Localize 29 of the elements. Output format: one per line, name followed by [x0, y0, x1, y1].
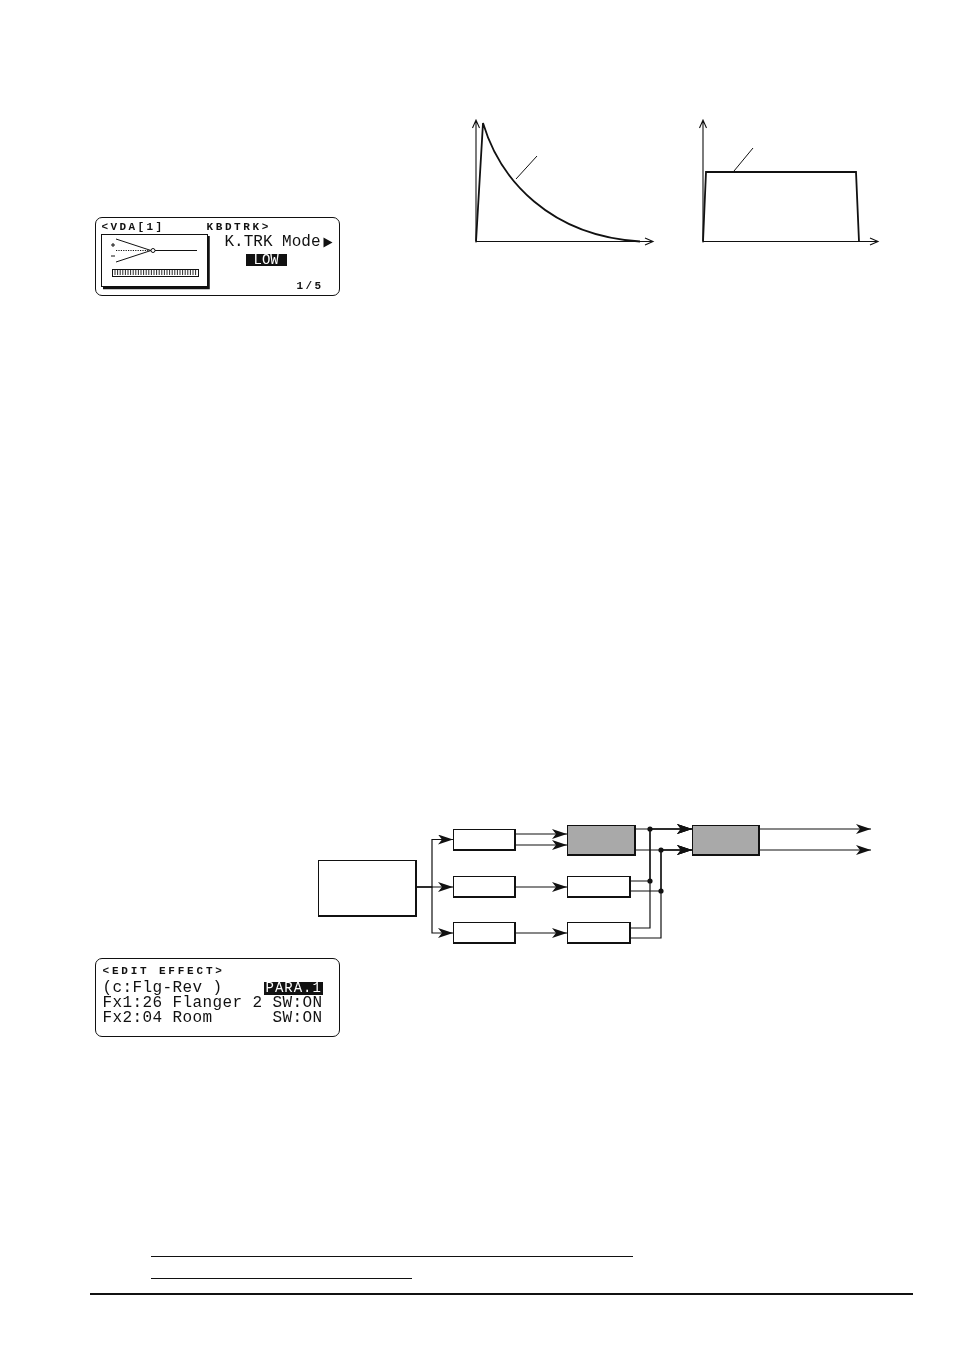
patch-name: (c:Flg-Rev ) — [102, 979, 223, 996]
signal-block — [453, 922, 516, 944]
signal-block — [453, 829, 516, 851]
arrow — [759, 845, 872, 855]
signal-block — [453, 876, 516, 898]
arrow — [416, 886, 454, 938]
screen-title: <EDIT EFFECT> — [102, 965, 225, 977]
signal-block — [692, 825, 760, 856]
highlighted-value: LOW — [245, 253, 287, 266]
switch-status: SW:ON — [272, 994, 323, 1011]
signal-block — [567, 825, 636, 856]
effect-slot: Fx1:26 Flanger 2 — [102, 994, 263, 1011]
parameter-name: K.TRK Mode — [224, 233, 321, 250]
signal-block — [567, 922, 631, 944]
effect-slot: Fx2:04 Room — [102, 1009, 213, 1026]
page-indicator: 1/5 — [296, 280, 324, 292]
signal-block — [318, 860, 417, 917]
arrow — [630, 845, 693, 939]
highlighted-value: PARA.1 — [263, 981, 323, 995]
signal-block — [567, 876, 631, 898]
arrow — [515, 840, 568, 850]
screen-title: KBDTRK> — [206, 221, 271, 233]
arrow — [515, 829, 568, 839]
switch-status: SW:ON — [272, 1009, 323, 1026]
arrow — [630, 824, 693, 929]
screen-title: <VDA[1] — [101, 221, 165, 233]
arrow — [515, 928, 568, 938]
arrow — [759, 824, 872, 834]
arrow — [515, 882, 568, 892]
